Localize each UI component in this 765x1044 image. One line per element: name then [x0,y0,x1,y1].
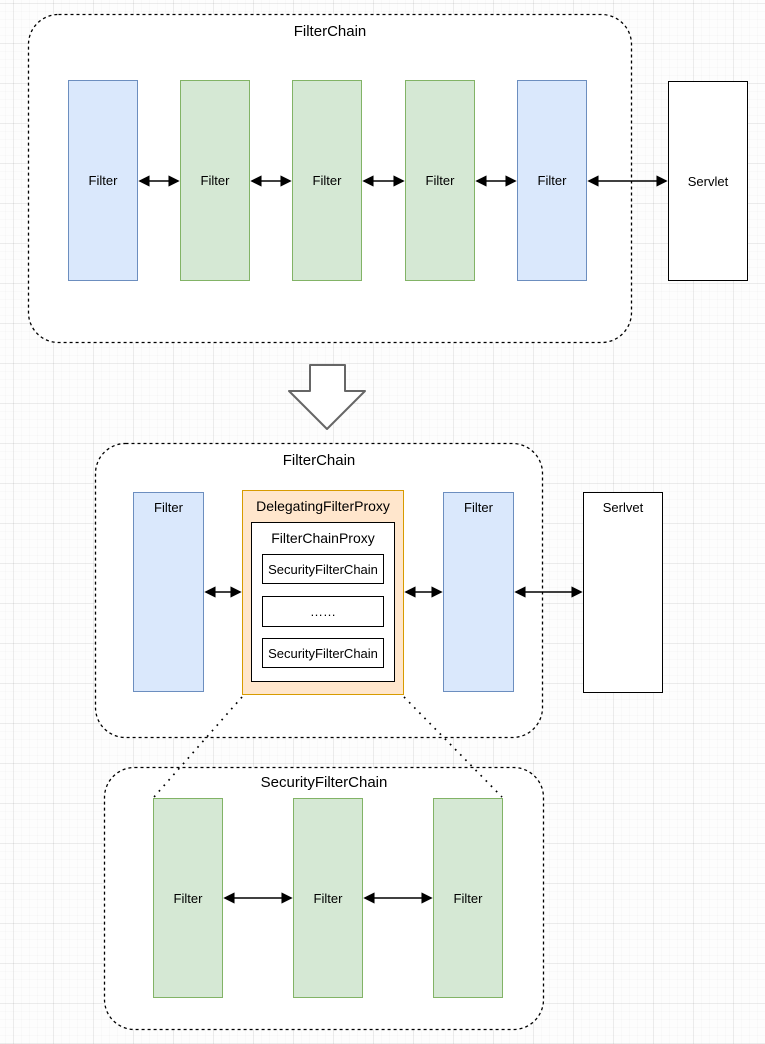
dotted-connector-right-icon [403,696,503,798]
serlvet-label: Serlvet [602,500,644,515]
filterchain-title-top: FilterChain [293,23,367,40]
filter-box: Filter [153,798,223,998]
ellipsis-item: …… [262,596,384,627]
delegating-filter-proxy-label: DelegatingFilterProxy [256,498,390,514]
filter-box: Filter [68,80,138,281]
security-filter-chain-label: SecurityFilterChain [268,561,378,577]
down-arrow-icon [288,364,366,430]
filter-chain-proxy-label: FilterChainProxy [271,530,375,546]
filter-box: Filter [433,798,503,998]
filter-box: Filter [405,80,475,281]
filterchain-title-middle: FilterChain [282,452,356,469]
filter-box: Filter [293,798,363,998]
servlet-label: Servlet [687,173,729,189]
filter-label: Filter [200,173,230,188]
filter-label: Filter [313,890,343,906]
servlet-box: Servlet [668,81,748,281]
filter-label: Filter [88,173,118,188]
serlvet-box: Serlvet [583,492,663,693]
filter-box: Filter [443,492,514,692]
filter-label: Filter [312,173,342,188]
filter-label: Filter [453,890,483,906]
filter-box: Filter [517,80,587,281]
filter-label: Filter [425,173,455,188]
dotted-connector-left-icon [153,696,243,798]
filter-box: Filter [133,492,204,692]
filter-label: Filter [537,173,567,188]
filter-label: Filter [464,500,493,515]
security-filter-chain-label: SecurityFilterChain [268,645,378,661]
security-filter-chain-item: SecurityFilterChain [262,554,384,584]
security-filter-chain-item: SecurityFilterChain [262,638,384,668]
securityfilterchain-title: SecurityFilterChain [260,774,388,791]
filter-box: Filter [180,80,250,281]
filter-box: Filter [292,80,362,281]
filter-label: Filter [173,890,203,906]
ellipsis-label: …… [310,604,336,619]
filter-label: Filter [154,500,183,515]
